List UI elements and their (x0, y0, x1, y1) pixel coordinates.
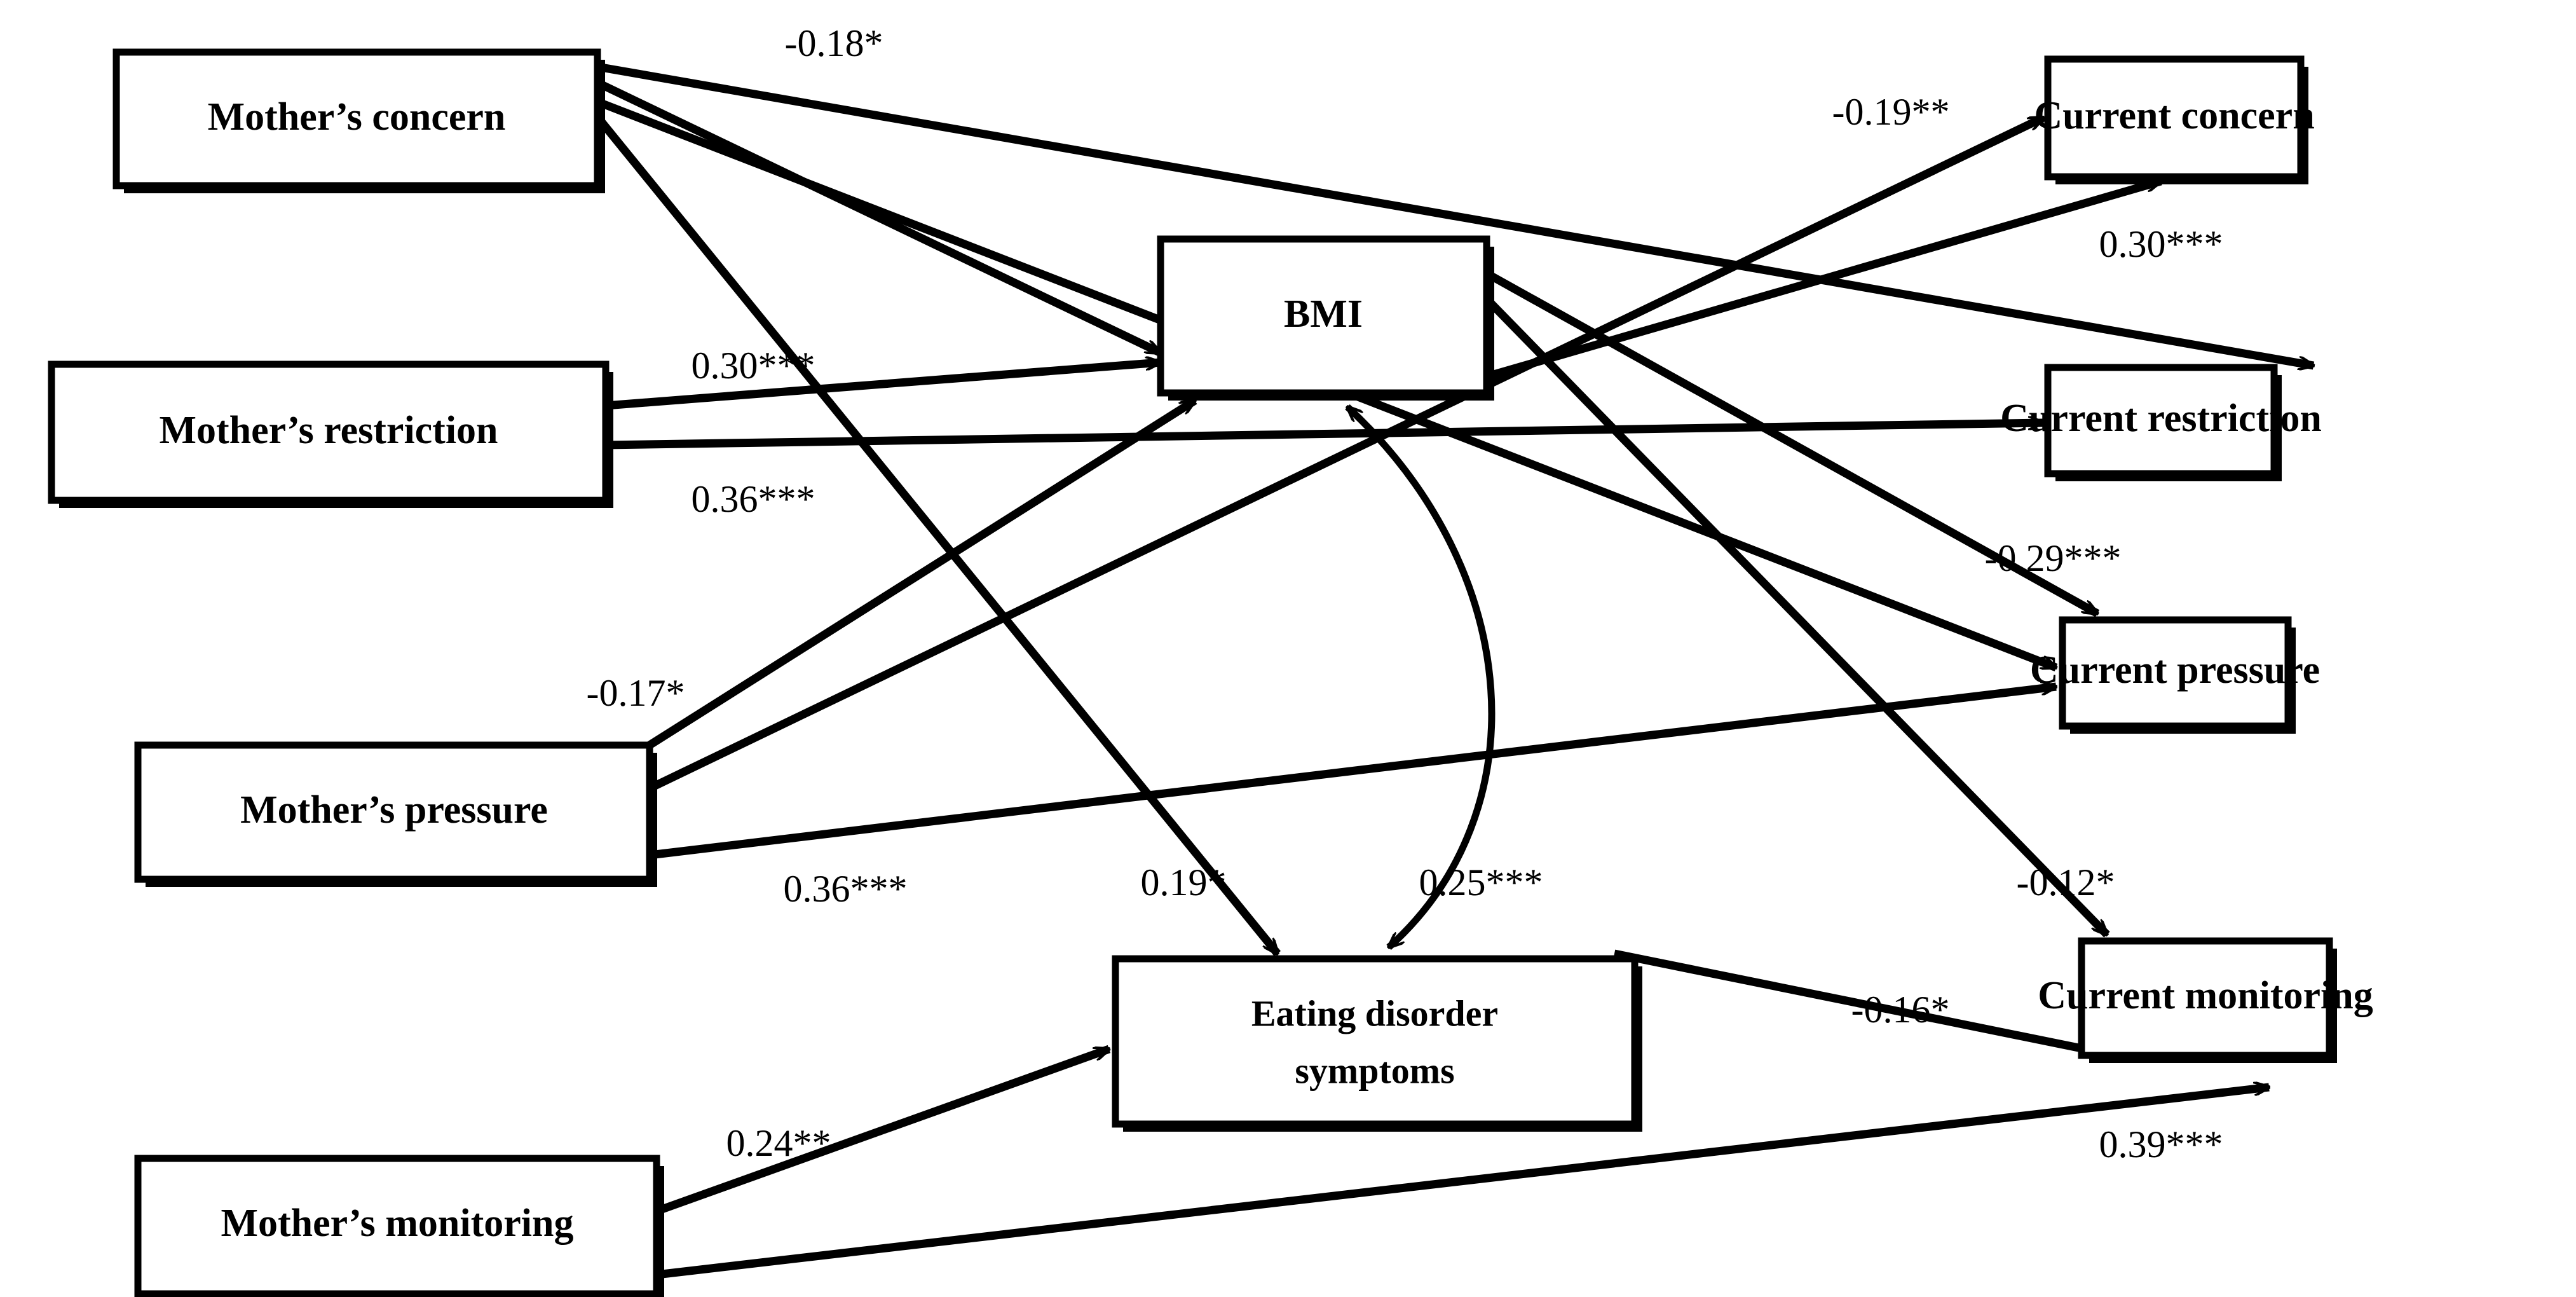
coefficient-label-mothers-pressure-current-pressure: 0.36*** (784, 868, 908, 910)
coefficient-label-eating-disorder-current-monitoring: -0.16* (1851, 989, 1950, 1031)
node-rect (2078, 937, 2333, 1059)
node-label: Mother’s concern (208, 95, 506, 139)
coefficient-label-mothers-restriction-bmi: 0.30*** (692, 345, 815, 387)
coefficient-label-mothers-pressure-bmi: -0.17* (587, 672, 685, 714)
node-rect (1157, 235, 1490, 397)
edge-eating-disorder-to-current-monitoring (1613, 949, 2101, 1052)
edge-mothers-pressure-to-bmi (647, 397, 1195, 749)
node-rect (2044, 55, 2305, 181)
coefficient-label-bmi-current-monitoring: -0.12* (2017, 861, 2115, 903)
node-layer: Mother’s concern Mother’s restriction Mo… (48, 48, 2373, 1297)
node-rect (1112, 955, 1639, 1128)
node-label: BMI (1284, 292, 1363, 336)
node-label: Current concern (2034, 94, 2314, 137)
node-mothers-monitoring[interactable]: Mother’s monitoring (134, 1155, 664, 1297)
node-rect (2044, 364, 2278, 477)
node-eating-disorder-symptoms[interactable]: Eating disorder symptoms (1112, 955, 1642, 1132)
edge-mothers-restriction-to-current-restriction (605, 423, 2043, 449)
node-mothers-restriction[interactable]: Mother’s restriction (48, 360, 613, 508)
coefficient-label-mothers-monitoring-eating-disorder: 0.24** (726, 1122, 831, 1164)
edge-bmi-to-current-monitoring (1483, 296, 2107, 935)
node-label: Mother’s restriction (159, 409, 498, 452)
edge-mothers-monitoring-to-current-monitoring (656, 1087, 2269, 1279)
node-rect (2059, 616, 2292, 730)
node-mothers-concern[interactable]: Mother’s concern (112, 48, 605, 193)
coefficient-label-mothers-concern-eating-disorder: 0.19* (1141, 861, 1227, 903)
edge-mothers-concern-to-eating-disorder (597, 118, 1281, 954)
coefficient-label-mothers-pressure-current-concern: -0.19** (1832, 91, 1950, 133)
node-bmi[interactable]: BMI (1157, 235, 1494, 401)
edge-bmi-eating-disorder-correlation (1347, 407, 1496, 947)
node-label: Current monitoring (2038, 974, 2373, 1017)
coefficient-label-bmi-eating-disorder: 0.25*** (1419, 861, 1543, 903)
edge-bmi-to-current-pressure (1484, 270, 2097, 617)
coefficient-layer: -0.18* 0.30*** 0.36*** -0.17* 0.36*** 0.… (587, 22, 2223, 1165)
node-label-line1: Eating disorder (1251, 992, 1498, 1034)
node-current-restriction[interactable]: Current restriction (2000, 364, 2322, 481)
coefficient-label-mothers-concern-current-restriction: -0.18* (785, 22, 883, 64)
node-rect (48, 360, 610, 504)
node-current-pressure[interactable]: Current pressure (2030, 616, 2320, 734)
coefficient-label-mothers-monitoring-current-monitoring: 0.39*** (2099, 1123, 2223, 1165)
edge-mothers-restriction-to-bmi (605, 362, 1161, 410)
edge-mothers-monitoring-to-eating-disorder (655, 1045, 1109, 1216)
node-label: Current pressure (2030, 648, 2320, 692)
edge-layer (596, 62, 2314, 1279)
node-label: Mother’s pressure (240, 788, 548, 832)
node-rect (112, 48, 601, 189)
node-current-concern[interactable]: Current concern (2034, 55, 2315, 184)
edge-bmi-to-current-concern (1429, 177, 2161, 397)
coefficient-label-bmi-current-concern: 0.30*** (2099, 223, 2223, 265)
node-label: Mother’s monitoring (221, 1202, 573, 1245)
edge-mothers-pressure-to-current-pressure (649, 687, 2056, 860)
node-label: Current restriction (2000, 397, 2322, 440)
coefficient-label-bmi-current-pressure: -0.29*** (1985, 537, 2122, 579)
edge-mothers-concern-to-current-restriction (596, 62, 2314, 366)
coefficient-label-mothers-restriction-current-restriction: 0.36*** (692, 478, 815, 520)
node-rect (134, 1155, 660, 1297)
node-rect (134, 741, 653, 883)
edge-mothers-concern-to-bmi (596, 79, 1161, 357)
node-mothers-pressure[interactable]: Mother’s pressure (134, 741, 657, 887)
node-label-line2: symptoms (1295, 1050, 1454, 1091)
node-current-monitoring[interactable]: Current monitoring (2038, 937, 2373, 1063)
edge-mothers-pressure-to-current-concern (648, 114, 2043, 792)
